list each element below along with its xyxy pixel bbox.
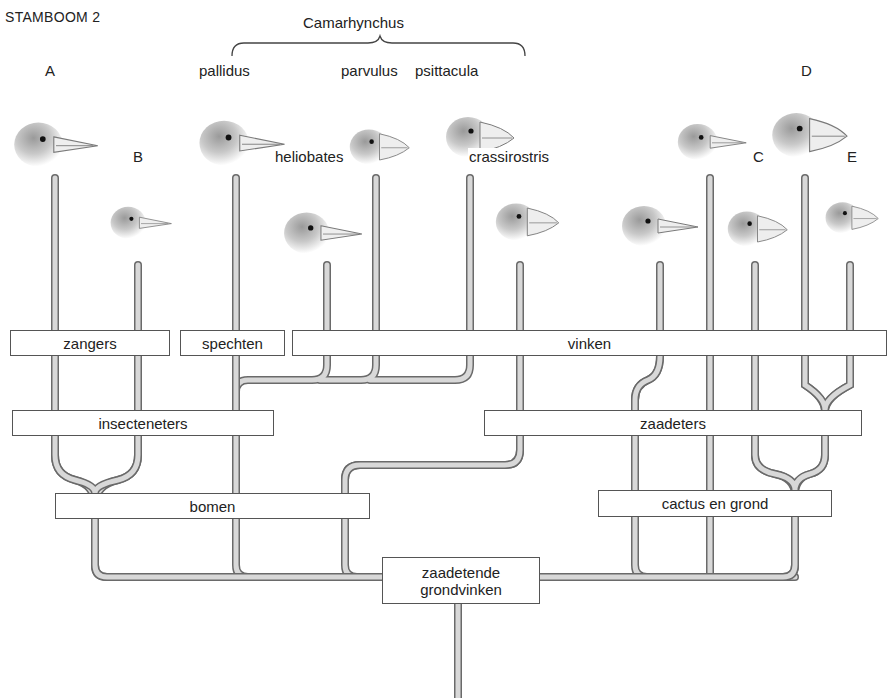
bird-head (284, 213, 362, 254)
bird-head (199, 121, 284, 166)
species-label: heliobates (274, 148, 344, 166)
group-box: zaadetende grondvinken (382, 557, 540, 604)
box-label: cactus en grond (656, 495, 775, 512)
branch-fill (635, 436, 825, 490)
bird-head (350, 129, 410, 164)
branch-outline (55, 436, 138, 493)
group-box: zaadeters (484, 410, 862, 436)
tree-branch (55, 436, 138, 493)
branch-outline (635, 436, 825, 490)
species-label: pallidus (198, 62, 251, 80)
branch-outline (55, 356, 138, 410)
group-box: zangers (10, 330, 170, 356)
branch-fill (55, 178, 850, 698)
bird-head (772, 113, 847, 157)
species-letter: C (752, 148, 765, 166)
tree-branch (55, 356, 138, 410)
group-box: insecteneters (12, 410, 274, 436)
tree-branch (635, 356, 850, 410)
group-box: vinken (292, 330, 887, 356)
genus-brace (232, 36, 525, 56)
branch-fill (55, 356, 138, 410)
branch-fill (95, 519, 382, 577)
species-letter: D (800, 62, 813, 80)
species-letter: B (132, 148, 144, 166)
species-letter: E (846, 148, 858, 166)
box-label: zaadetende grondvinken (383, 564, 539, 598)
bird-head (728, 211, 788, 246)
group-box: bomen (55, 493, 370, 519)
species-letter: A (44, 62, 56, 80)
group-box: spechten (180, 330, 285, 356)
branch-outline (55, 178, 850, 698)
box-label: spechten (196, 335, 269, 352)
bird-head (496, 203, 559, 240)
species-label: psittacula (414, 62, 479, 80)
branch-fill (540, 517, 795, 577)
branch-outline (635, 356, 850, 410)
branch-fill (635, 356, 850, 410)
branch-outline (540, 517, 795, 577)
box-label: vinken (562, 335, 617, 352)
genus-label: Camarhynchus (302, 14, 405, 32)
tree-branch (540, 517, 795, 577)
species-label: parvulus (340, 62, 399, 80)
box-label: bomen (184, 498, 242, 515)
bird-head (678, 124, 746, 160)
branch-fill (55, 436, 138, 493)
bird-head (14, 123, 98, 167)
branch-outline (95, 519, 382, 577)
tree-branch (635, 436, 825, 490)
bird-head (622, 206, 698, 246)
bird-head (826, 202, 879, 233)
tree-branch (95, 519, 382, 577)
bird-head (111, 207, 172, 239)
box-label: insecteneters (92, 415, 193, 432)
species-label: crassirostris (468, 148, 550, 166)
diagram-title: STAMBOOM 2 (5, 9, 100, 25)
group-box: cactus en grond (598, 490, 832, 517)
box-label: zangers (57, 335, 122, 352)
box-label: zaadeters (634, 415, 712, 432)
